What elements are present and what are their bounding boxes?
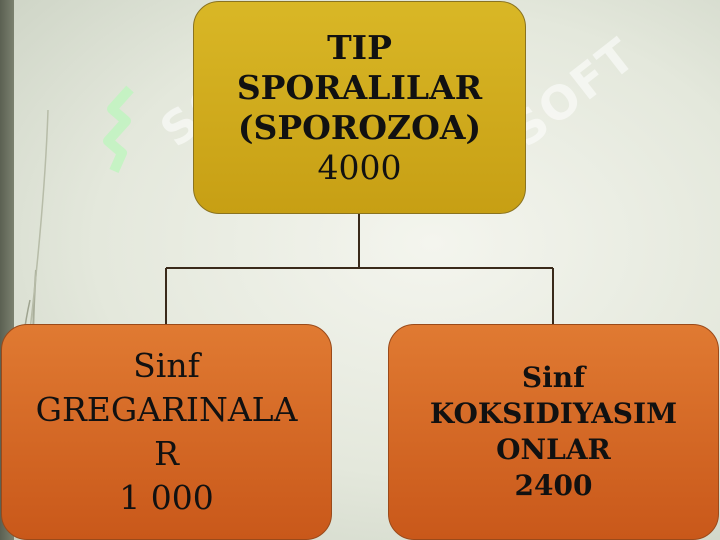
left-node-line2: GREGARINALA xyxy=(35,390,298,429)
top-node-box: TIP SPORALILAR (SPOROZOA) 4000 xyxy=(193,1,526,214)
right-node-count: 2400 xyxy=(514,469,593,502)
right-node-line1: Sinf xyxy=(521,361,586,394)
top-node-line2: SPORALILAR xyxy=(236,67,483,107)
left-node-count: 1 000 xyxy=(119,478,214,517)
top-node-line1: TIP xyxy=(327,27,392,67)
right-node-line2: KOKSIDIYASIM xyxy=(429,397,678,430)
right-node-line3: ONLAR xyxy=(496,433,611,466)
top-node-line3: (SPOROZOA) xyxy=(237,107,482,147)
left-node-line3: R xyxy=(154,434,179,473)
left-node-line1: Sinf xyxy=(133,346,200,385)
right-node-box: Sinf KOKSIDIYASIM ONLAR 2400 xyxy=(388,324,719,540)
watermark-logo-icon xyxy=(103,85,134,174)
top-node-count: 4000 xyxy=(317,147,402,187)
left-node-box: Sinf GREGARINALA R 1 000 xyxy=(1,324,332,540)
